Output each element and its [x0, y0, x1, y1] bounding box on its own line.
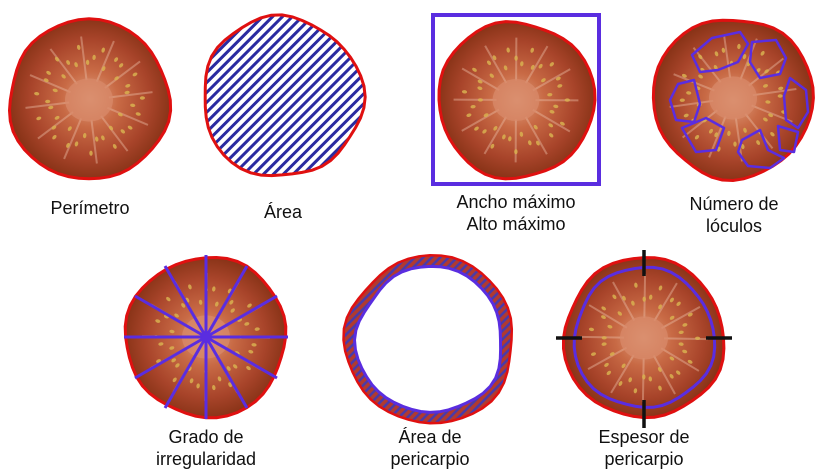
tomato-septum: [664, 338, 708, 339]
tomato-septum: [643, 358, 644, 402]
tomato-seed: [478, 98, 483, 101]
label-perimetro: Perímetro: [50, 197, 129, 219]
panel-area-pericarpio: [344, 255, 512, 423]
tomato-seed: [643, 296, 646, 301]
panel-loculos: [653, 20, 813, 180]
label-line: irregularidad: [156, 448, 256, 470]
panel-irregularidad: [124, 255, 288, 419]
panel-espesor-pericarpio: [556, 250, 732, 428]
label-line: Número de: [689, 193, 778, 215]
label-area-pericarpio: Área de pericarpio: [390, 426, 469, 470]
label-line: pericarpio: [598, 448, 689, 470]
center-point: [201, 332, 211, 342]
tomato-core: [65, 78, 113, 121]
tomato-seed: [642, 374, 645, 379]
label-line: Alto máximo: [456, 213, 575, 235]
label-irregularidad: Grado de irregularidad: [156, 426, 256, 470]
label-line: Ancho máximo: [456, 191, 575, 213]
tomato-seed: [565, 98, 570, 101]
label-line: Perímetro: [50, 197, 129, 219]
label-line: Área: [264, 201, 302, 223]
panel-area: [205, 15, 365, 176]
label-area: Área: [264, 201, 302, 223]
tomato-core: [620, 316, 668, 359]
tomato-seed: [602, 336, 607, 339]
panel-perimetro: [10, 19, 171, 179]
label-line: lóculos: [689, 215, 778, 237]
label-line: Grado de: [156, 426, 256, 448]
panel-ancho-alto: [433, 15, 599, 184]
label-line: Área de: [390, 426, 469, 448]
tomato-seed: [695, 337, 700, 340]
label-loculos: Número de lóculos: [689, 193, 778, 237]
tomato-seed: [514, 55, 517, 60]
label-ancho-alto: Ancho máximo Alto máximo: [456, 191, 575, 235]
tomato-septum: [644, 274, 645, 318]
tomato-seed: [514, 149, 517, 154]
label-line: pericarpio: [390, 448, 469, 470]
tomato-core: [493, 79, 540, 121]
tomato-core: [709, 76, 757, 119]
label-espesor-pericarpio: Espesor de pericarpio: [598, 426, 689, 470]
label-line: Espesor de: [598, 426, 689, 448]
